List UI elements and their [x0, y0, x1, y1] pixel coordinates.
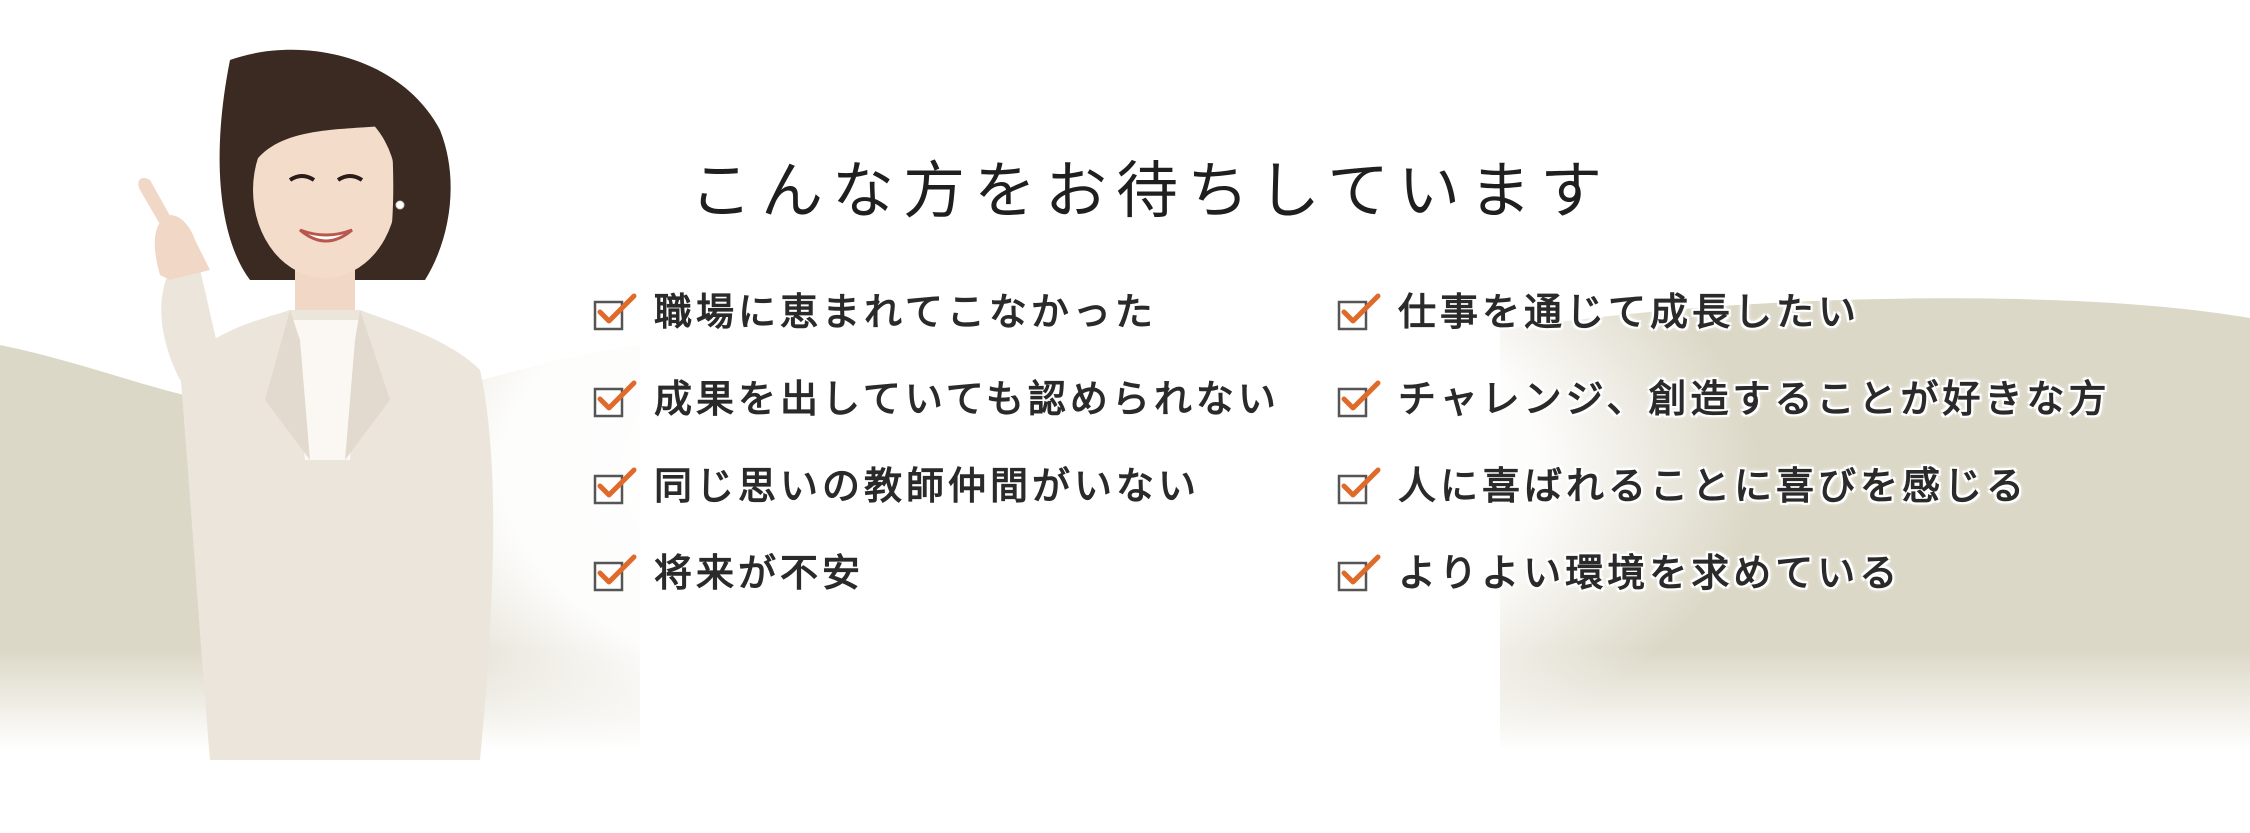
list-item: よりよい環境を求めている [1336, 547, 2110, 634]
checkbox-check-icon [593, 467, 637, 505]
list-item: 仕事を通じて成長したい [1336, 286, 2110, 373]
list-item: チャレンジ、創造することが好きな方 [1336, 373, 2110, 460]
checklist-right: 仕事を通じて成長したい チャレンジ、創造することが好きな方 人に喜ばれることに喜… [1336, 286, 2110, 634]
list-item-label: よりよい環境を求めている [1398, 551, 1902, 595]
checkbox-check-icon [1337, 380, 1381, 418]
list-item-label: 人に喜ばれることに喜びを感じる [1398, 464, 2029, 508]
checkbox-check-icon [1337, 467, 1381, 505]
checkbox-check-icon [593, 293, 637, 331]
checkbox-check-icon [593, 554, 637, 592]
list-item-label: 職場に恵まれてこなかった [654, 290, 1157, 334]
section-title: こんな方をお待ちしています [690, 154, 1612, 227]
checkbox-check-icon [1337, 554, 1381, 592]
list-item: 同じ思いの教師仲間がいない [592, 460, 1280, 547]
list-item-label: 将来が不安 [654, 551, 865, 595]
list-item: 職場に恵まれてこなかった [592, 286, 1280, 373]
businesswoman-pointing-photo [138, 49, 494, 760]
checklist-left: 職場に恵まれてこなかった 成果を出していても認められない 同じ思いの教師仲間がい… [592, 286, 1280, 634]
list-item-label: 成果を出していても認められない [654, 377, 1280, 421]
list-item-label: チャレンジ、創造することが好きな方 [1398, 377, 2111, 421]
list-item: 将来が不安 [592, 547, 1280, 634]
list-item: 人に喜ばれることに喜びを感じる [1336, 460, 2110, 547]
checkbox-check-icon [593, 380, 637, 418]
list-item-label: 仕事を通じて成長したい [1398, 290, 1861, 334]
checkbox-check-icon [1337, 293, 1381, 331]
list-item-label: 同じ思いの教師仲間がいない [654, 464, 1201, 508]
list-item: 成果を出していても認められない [592, 373, 1280, 460]
